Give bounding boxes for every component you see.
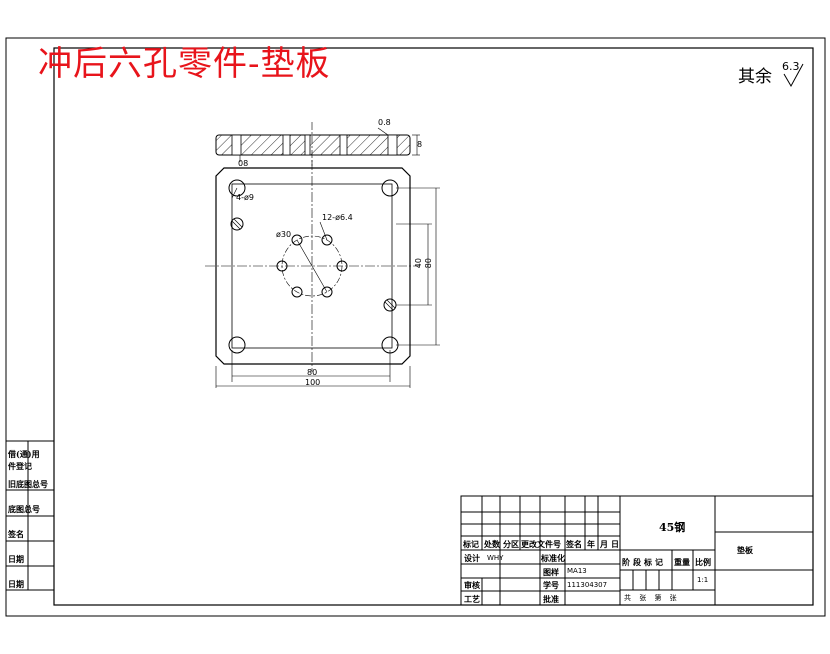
dim-corner-holes: 4-ø9 [236, 193, 254, 202]
tb-number-label: 学号 [543, 580, 559, 590]
tb-sheet-info: 共 张 第 张 [624, 594, 680, 602]
inner-frame [53, 47, 814, 606]
tb-header-1: 处数 [484, 539, 500, 549]
tb-header-4: 签名 [566, 539, 582, 549]
tb-header-0: 标记 [463, 539, 479, 549]
tb-craft-label: 工艺 [464, 594, 480, 604]
tb-approve-label: 批准 [543, 594, 559, 604]
left-column [6, 440, 54, 591]
tb-weight-label: 重量 [674, 557, 690, 567]
dim-hole-circle: 12-ø6.4 [322, 213, 353, 222]
left-label-2: 旧底图总号 [8, 479, 48, 489]
left-label-5: 日期 [8, 554, 24, 564]
tb-stage-label: 阶段标记 [622, 557, 666, 567]
tb-header-3: 更改文件号 [521, 539, 561, 549]
tb-header-5: 年 [587, 539, 595, 549]
drawing-title: 冲后六孔零件-垫板 [38, 44, 331, 84]
dim-pitch-diameter: ø30 [276, 230, 292, 239]
roughness-symbol [783, 63, 804, 88]
left-label-0: 借(通)用 [8, 449, 40, 459]
section-view [215, 122, 420, 166]
dim-width-inner: 80 [307, 368, 318, 377]
dim-thickness: 8 [417, 140, 423, 149]
dim-width-outer: 100 [305, 378, 321, 387]
dim-section-b: 0.8 [378, 118, 391, 127]
tb-standardize-label: 标准化 [541, 553, 565, 563]
roughness-value: 6.3 [782, 60, 800, 73]
dim-section-a: 08 [238, 159, 249, 168]
tb-header-6: 月 [600, 539, 608, 549]
tb-part-name: 垫板 [737, 545, 753, 555]
left-label-4: 签名 [8, 529, 24, 539]
tb-scale-label: 比例 [695, 557, 711, 567]
dim-height-outer: 80 [424, 258, 433, 269]
roughness-label: 其余 [738, 67, 772, 87]
outer-border [5, 37, 826, 617]
left-label-3: 底图总号 [8, 504, 40, 514]
plan-view [205, 160, 440, 388]
tb-drawing-label: 图样 [543, 567, 559, 577]
tb-material: 45钢 [659, 521, 686, 534]
tb-review-label: 审核 [464, 580, 480, 590]
tb-number-value: 111304307 [567, 581, 608, 589]
left-label-1: 件登记 [8, 461, 32, 471]
tb-header-7: 日 [611, 539, 619, 549]
tb-scale-value: 1:1 [697, 576, 709, 584]
dim-height-inner: 40 [414, 258, 423, 269]
tb-design-value: WHY [487, 554, 504, 562]
tb-design-label: 设计 [464, 553, 480, 563]
tb-drawing-value: MA13 [567, 567, 587, 575]
tb-header-2: 分区 [503, 539, 519, 549]
left-label-6: 日期 [8, 579, 24, 589]
title-block [460, 495, 814, 606]
